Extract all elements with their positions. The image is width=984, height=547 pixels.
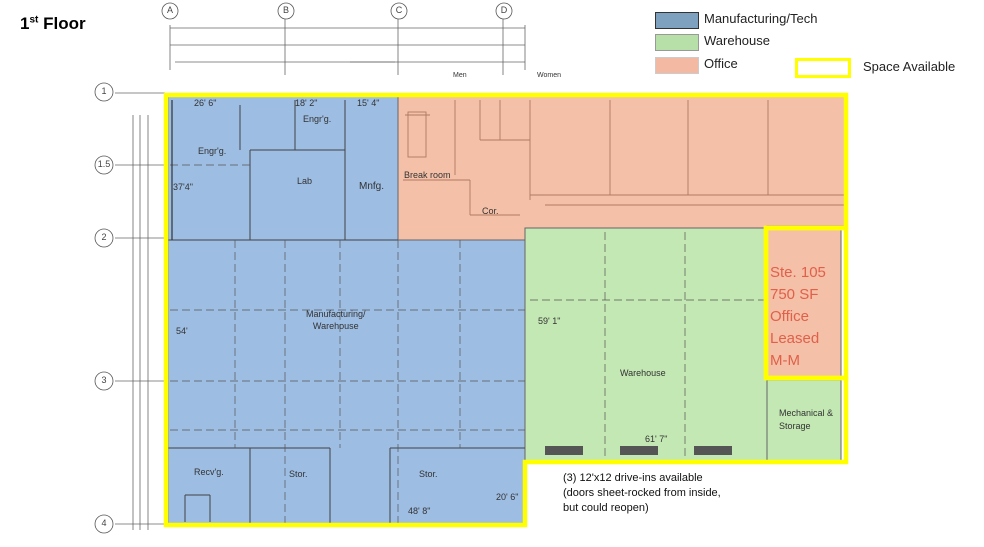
dimension-label: 20' 6" <box>496 492 519 502</box>
legend-swatch-office <box>655 57 699 74</box>
legend-label-warehouse: Warehouse <box>704 33 770 48</box>
grid-col-b: B <box>282 5 289 15</box>
office-area <box>397 95 846 241</box>
note-line: (doors sheet-rocked from inside, <box>563 487 721 499</box>
legend-swatch-manufacturing <box>655 12 699 29</box>
legend-label-manufacturing: Manufacturing/Tech <box>704 11 818 26</box>
room-label-cor: Cor. <box>482 206 499 216</box>
suite-line: 750 SF <box>770 286 819 303</box>
room-label-mechanical: Mechanical & Storage <box>779 408 834 431</box>
grid-row-4: 4 <box>101 518 107 528</box>
dimension-label: 18' 2" <box>295 98 318 108</box>
room-label-warehouse: Warehouse <box>620 368 666 378</box>
grid-row-1-5: 1.5 <box>97 159 111 169</box>
room-label-women: Women <box>537 72 561 79</box>
legend-swatch-warehouse <box>655 34 699 51</box>
drive-in-note: (3) 12'x12 drive-ins available (doors sh… <box>563 471 721 516</box>
suite-105 <box>766 227 842 379</box>
dimension-label: 61' 7" <box>645 434 668 444</box>
room-label-manufacturing-warehouse: Manufacturing/ Warehouse <box>306 309 366 331</box>
manufacturing-areas <box>167 95 526 526</box>
suite-line: Leased <box>770 330 820 347</box>
suite-line: Office <box>770 308 809 325</box>
suite-line: Ste. 105 <box>770 264 826 281</box>
floor-title: 1st Floor <box>20 14 86 33</box>
grid-row-1: 1 <box>101 86 107 96</box>
dimension-label: 54' <box>176 326 188 336</box>
room-label-break-room: Break room <box>404 170 451 180</box>
room-label-engrg-1: Engr'g. <box>198 146 227 156</box>
note-line: but could reopen) <box>563 502 649 514</box>
grid-col-c: C <box>395 5 403 15</box>
drive-in-doors <box>545 446 732 455</box>
top-dimension-lines <box>169 18 526 75</box>
room-label-stor-1: Stor. <box>289 469 308 479</box>
room-label-recvg: Recv'g. <box>194 467 224 477</box>
mechanical-area <box>766 379 842 463</box>
legend-swatch-space-available <box>795 58 851 78</box>
dimension-label: 37'4" <box>173 182 193 192</box>
room-label-engrg-2: Engr'g. <box>303 114 332 124</box>
suite-105-label: Ste. 105 750 SF Office Leased M-M <box>770 262 830 372</box>
grid-col-a: A <box>166 5 173 15</box>
note-line: (3) 12'x12 drive-ins available <box>563 472 703 484</box>
legend-label-office: Office <box>704 56 738 71</box>
grid-row-3: 3 <box>101 375 107 385</box>
dimension-label: 15' 4" <box>357 98 380 108</box>
warehouse-area <box>524 227 768 463</box>
grid-col-d: D <box>500 5 508 15</box>
dimension-label: 48' 8" <box>408 506 431 516</box>
room-label-lab: Lab <box>297 176 313 186</box>
room-label-men: Men <box>453 72 467 79</box>
room-label-stor-2: Stor. <box>419 469 438 479</box>
dimension-label: 26' 6" <box>194 98 217 108</box>
left-dimension-lines <box>115 92 165 530</box>
suite-line: M-M <box>770 352 800 369</box>
dimension-label: 59' 1" <box>538 316 561 326</box>
grid-row-2: 2 <box>101 232 107 242</box>
room-label-mnfg: Mnfg. <box>359 181 385 192</box>
legend-label-space-available: Space Available <box>863 59 956 74</box>
